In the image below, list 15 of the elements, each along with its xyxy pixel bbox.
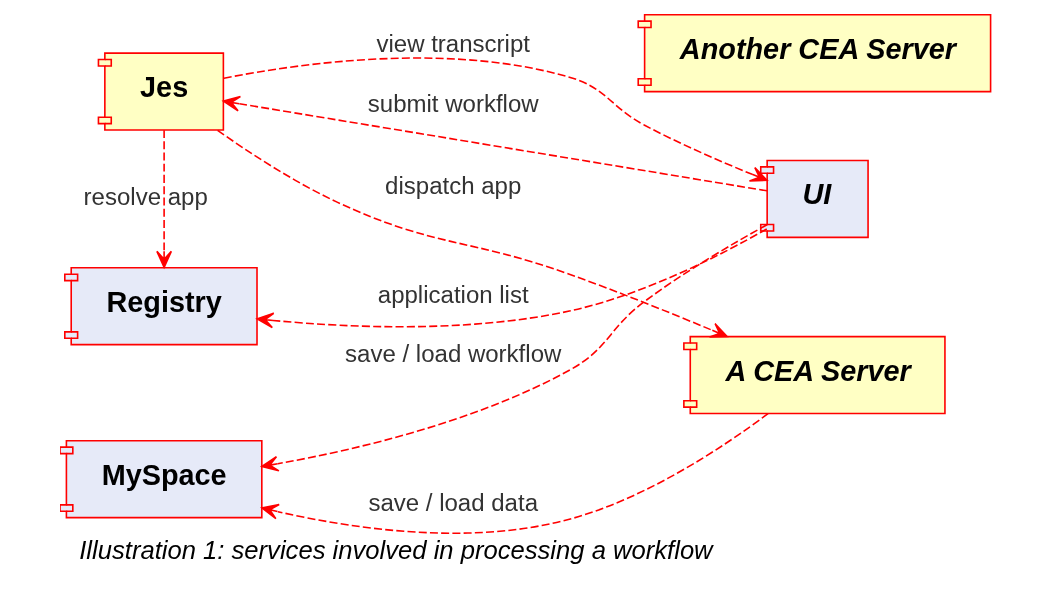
edge-label: save / load data bbox=[368, 489, 539, 517]
arrow bbox=[256, 228, 768, 329]
edge-label: save / load workflow bbox=[345, 340, 562, 368]
edge-label: view transcript bbox=[376, 29, 530, 57]
edge-label: application list bbox=[377, 281, 529, 309]
arrow bbox=[156, 129, 173, 269]
edge-label: resolve app bbox=[83, 182, 208, 210]
arrow bbox=[261, 223, 768, 472]
arrow bbox=[261, 412, 769, 534]
edge-label: dispatch app bbox=[385, 172, 522, 200]
edge-label: submit workflow bbox=[367, 90, 539, 118]
arrow bbox=[223, 57, 768, 182]
caption: Illustration 1: services involved in processing a workflow bbox=[79, 535, 713, 564]
arrow bbox=[216, 129, 728, 338]
arrow bbox=[222, 95, 768, 192]
